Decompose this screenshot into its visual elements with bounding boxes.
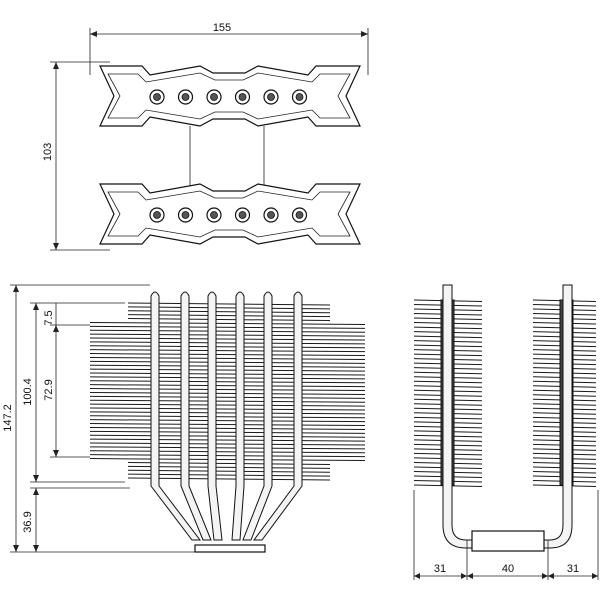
side-left-label: 31 bbox=[434, 563, 446, 575]
fin bbox=[89, 353, 366, 357]
fin bbox=[89, 395, 366, 399]
fin bbox=[89, 364, 366, 368]
fin bbox=[89, 407, 366, 411]
fin bbox=[89, 419, 366, 423]
fin bbox=[89, 384, 366, 388]
fin bbox=[89, 423, 366, 427]
fin-stack-label: 100.4 bbox=[22, 378, 34, 406]
mid-stack-dimension: 72.9 bbox=[43, 325, 90, 458]
heatpipe bbox=[180, 291, 212, 541]
fin bbox=[89, 399, 366, 403]
width-dimension: 155 bbox=[89, 22, 369, 75]
height-label: 103 bbox=[42, 143, 54, 161]
fin bbox=[89, 329, 366, 333]
heatpipe bbox=[242, 291, 273, 541]
mid-stack-label: 72.9 bbox=[43, 379, 55, 400]
fin bbox=[89, 430, 366, 434]
side-right-label: 31 bbox=[567, 563, 579, 575]
heatpipe bbox=[150, 291, 202, 541]
fin bbox=[89, 458, 366, 462]
fin bbox=[89, 391, 366, 395]
fin bbox=[89, 434, 366, 438]
side-view: 31 40 31 bbox=[413, 284, 599, 580]
upper-fin-plate bbox=[99, 65, 361, 127]
heatpipe bbox=[231, 291, 245, 541]
fin bbox=[89, 372, 366, 376]
lower-fin-plate bbox=[99, 183, 361, 245]
base-height-dimension: 36.9 bbox=[22, 487, 130, 552]
heatpipe bbox=[253, 291, 303, 541]
fin bbox=[89, 341, 366, 345]
fin bbox=[89, 380, 366, 384]
fin-stack-dimension: 100.4 bbox=[22, 302, 125, 483]
fin bbox=[89, 450, 366, 454]
heatpipe bbox=[207, 291, 223, 541]
fin bbox=[89, 376, 366, 380]
screw-icon bbox=[149, 89, 165, 105]
fin bbox=[89, 325, 366, 329]
screw-icon bbox=[206, 207, 222, 223]
base-height-label: 36.9 bbox=[22, 511, 34, 532]
fin bbox=[89, 454, 366, 458]
front-heatpipes bbox=[150, 291, 303, 541]
top-offset-dimension: 7.5 bbox=[43, 303, 90, 326]
u-heatpipe bbox=[442, 284, 573, 552]
screw-icon bbox=[263, 207, 279, 223]
fin bbox=[89, 321, 366, 325]
side-center-label: 40 bbox=[502, 563, 514, 575]
fin bbox=[89, 349, 366, 353]
fin bbox=[89, 368, 366, 372]
screw-icon bbox=[234, 207, 251, 223]
top-view: 155 103 bbox=[42, 22, 369, 251]
screw-icon bbox=[177, 89, 194, 105]
screw-icon bbox=[291, 89, 308, 105]
fin bbox=[89, 388, 366, 392]
fin bbox=[89, 446, 366, 450]
top-offset-label: 7.5 bbox=[43, 310, 55, 325]
fin bbox=[89, 442, 366, 446]
base-plate bbox=[194, 544, 266, 553]
fin bbox=[89, 333, 366, 337]
front-view: 147.2 100.4 7.5 72.9 36.9 bbox=[2, 284, 366, 553]
side-width-dimensions: 31 40 31 bbox=[413, 490, 599, 580]
screw-icon bbox=[263, 89, 279, 105]
upper-screw-row bbox=[149, 89, 308, 105]
screw-icon bbox=[149, 207, 165, 223]
total-height-dimension: 147.2 bbox=[2, 284, 195, 553]
fin bbox=[89, 415, 366, 419]
front-fin-stack bbox=[89, 302, 366, 481]
fin bbox=[89, 356, 366, 360]
fin bbox=[89, 337, 366, 341]
screw-icon bbox=[291, 207, 308, 223]
fin bbox=[89, 345, 366, 349]
screw-icon bbox=[206, 89, 222, 105]
height-dimension: 103 bbox=[42, 61, 110, 251]
fin bbox=[89, 438, 366, 442]
fin bbox=[89, 360, 366, 364]
width-label: 155 bbox=[213, 22, 231, 34]
fin bbox=[89, 411, 366, 415]
side-base-block bbox=[471, 530, 545, 552]
screw-icon bbox=[177, 207, 194, 223]
total-height-label: 147.2 bbox=[2, 404, 14, 432]
fin bbox=[89, 426, 366, 430]
lower-screw-row bbox=[149, 207, 308, 223]
screw-icon bbox=[234, 89, 251, 105]
fin bbox=[89, 403, 366, 407]
